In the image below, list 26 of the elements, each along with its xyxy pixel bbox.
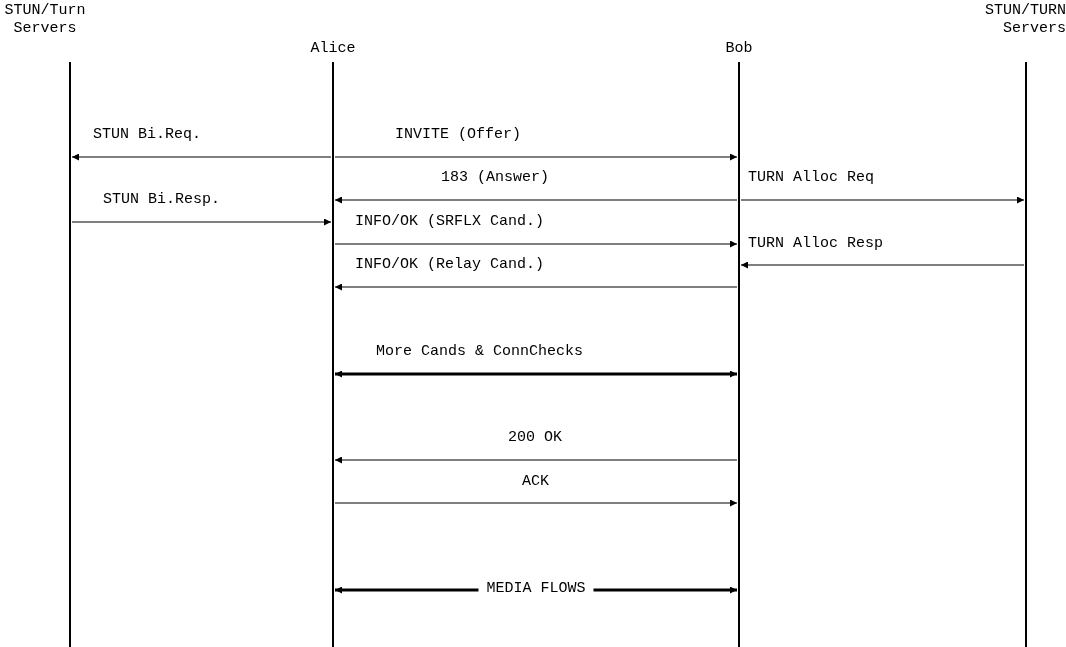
edge-label: STUN Bi.Req. (93, 126, 202, 144)
participant-name: Bob (724, 40, 754, 58)
participant-name: STUN/TURN Servers (984, 2, 1066, 38)
message-arrow (335, 370, 737, 378)
edge-label: TURN Alloc Req (748, 169, 875, 187)
message-arrow (334, 283, 738, 291)
message-arrow (334, 196, 738, 204)
edge-label: TURN Alloc Resp (748, 235, 884, 253)
participant-name: STUN/Turn Servers (3, 2, 87, 38)
message-arrow (334, 499, 738, 507)
participant-name: Alice (309, 40, 357, 58)
edge-label: 200 OK (508, 429, 562, 447)
message-arrow (334, 153, 738, 161)
message-arrow (740, 196, 1025, 204)
message-arrow (71, 153, 332, 161)
edge-label: INFO/OK (Relay Cand.) (355, 256, 545, 274)
edge-label: ACK (522, 473, 549, 491)
edge-label: STUN Bi.Resp. (103, 191, 221, 209)
edge-label: INVITE (Offer) (395, 126, 522, 144)
edge-label: More Cands & ConnChecks (376, 343, 584, 361)
message-arrow (71, 218, 332, 226)
edge-label: INFO/OK (SRFLX Cand.) (355, 213, 545, 231)
message-arrow (334, 240, 738, 248)
message-arrow (740, 261, 1025, 269)
edge-label: 183 (Answer) (441, 169, 550, 187)
message-arrow (334, 456, 738, 464)
